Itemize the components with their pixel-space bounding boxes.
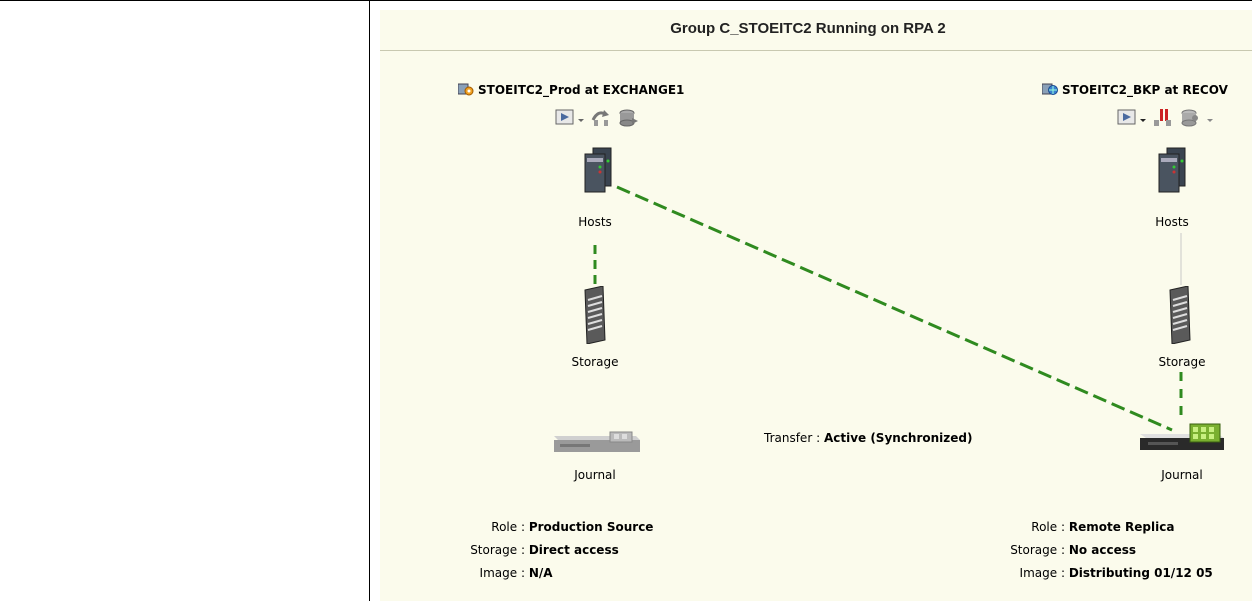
source-hosts-label: Hosts [578, 215, 612, 229]
pause-transfer-icon[interactable] [1152, 108, 1174, 131]
dropdown-arrow-icon[interactable] [1206, 113, 1214, 127]
source-storage-node[interactable] [583, 285, 607, 347]
journal-appliance-icon [554, 431, 640, 452]
target-hosts-node[interactable] [1158, 147, 1188, 196]
image-value: Distributing 01/12 05 [1068, 566, 1213, 580]
run-action-icon[interactable] [1117, 108, 1137, 129]
storage-key: Storage : [470, 543, 525, 557]
source-hosts-node[interactable] [584, 147, 614, 196]
run-action-icon[interactable] [555, 108, 575, 129]
globe-site-icon [1041, 82, 1058, 96]
role-key: Role : [1031, 520, 1065, 534]
source-storage-row: Storage : Direct access [460, 539, 653, 562]
target-role-row: Role : Remote Replica [990, 516, 1213, 539]
failover-icon[interactable] [590, 108, 612, 131]
server-icon [1158, 147, 1186, 193]
journal-appliance-icon [1140, 423, 1224, 450]
storage-array-icon [1169, 285, 1191, 345]
target-storage-row: Storage : No access [990, 539, 1213, 562]
bookmark-image-icon[interactable] [617, 108, 639, 131]
target-site-header[interactable]: STOEITC2_BKP at RECOV [1041, 82, 1228, 97]
replication-links [593, 185, 1183, 432]
source-journal-node[interactable] [550, 430, 642, 457]
transfer-key: Transfer : [764, 431, 824, 445]
source-journal-label: Journal [574, 468, 616, 482]
gear-site-icon [457, 82, 474, 96]
source-storage-label: Storage [571, 355, 619, 369]
target-storage-node[interactable] [1168, 285, 1192, 347]
role-value: Remote Replica [1068, 520, 1175, 534]
source-image-row: Image : N/A [460, 562, 653, 585]
storage-array-icon [584, 285, 606, 345]
source-site-header[interactable]: STOEITC2_Prod at EXCHANGE1 [457, 82, 685, 97]
target-storage-label: Storage [1158, 355, 1206, 369]
target-toolbar [1117, 108, 1252, 130]
target-journal-node[interactable] [1138, 422, 1230, 455]
group-status-panel: Group C_STOEITC2 Running on RPA 2 STOEIT… [380, 10, 1252, 601]
source-info: Role : Production Source Storage : Direc… [460, 516, 653, 585]
role-value: Production Source [528, 520, 654, 534]
storage-key: Storage : [1010, 543, 1065, 557]
group-title-bar: Group C_STOEITC2 Running on RPA 2 [380, 10, 1252, 51]
target-journal-label: Journal [1161, 468, 1203, 482]
storage-value: No access [1068, 543, 1137, 557]
target-site-name: STOEITC2_BKP at RECOV [1062, 83, 1228, 97]
image-key: Image : [1019, 566, 1065, 580]
server-icon [584, 147, 612, 193]
source-toolbar [555, 108, 665, 130]
target-hosts-label: Hosts [1155, 215, 1189, 229]
table-top-border [370, 0, 1252, 1]
transfer-status: Transfer : Active (Synchronized) [764, 431, 973, 445]
target-info: Role : Remote Replica Storage : No acces… [990, 516, 1213, 585]
group-title: Group C_STOEITC2 Running on RPA 2 [670, 20, 946, 37]
source-site-name: STOEITC2_Prod at EXCHANGE1 [478, 83, 685, 97]
image-access-icon[interactable] [1179, 108, 1201, 131]
role-key: Role : [491, 520, 525, 534]
image-value: N/A [528, 566, 553, 580]
storage-value: Direct access [528, 543, 619, 557]
source-role-row: Role : Production Source [460, 516, 653, 539]
target-image-row: Image : Distributing 01/12 05 [990, 562, 1213, 585]
left-empty-cell [0, 0, 370, 601]
replication-link [616, 185, 1173, 432]
dropdown-arrow-icon[interactable] [577, 113, 585, 127]
transfer-value: Active (Synchronized) [823, 431, 973, 445]
dropdown-arrow-icon[interactable] [1139, 113, 1147, 127]
image-key: Image : [479, 566, 525, 580]
